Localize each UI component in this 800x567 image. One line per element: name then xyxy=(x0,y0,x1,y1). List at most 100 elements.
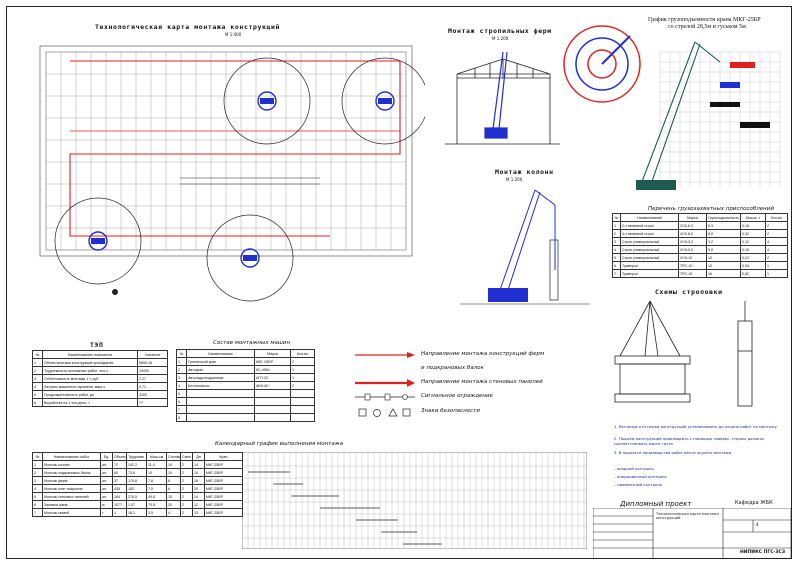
rig-cell: 6,3 xyxy=(706,221,741,230)
schedule-cell: 10 xyxy=(192,468,205,477)
schedule-cell: 7,8 xyxy=(146,476,167,485)
schedule-cell: 16 xyxy=(192,476,205,485)
schedule-cell: 72 xyxy=(112,460,127,469)
tep-cell: Себестоимость монтажа 1 т, руб xyxy=(42,374,138,383)
rig-cell: 10 xyxy=(706,261,741,270)
rig-cell: 0,32 xyxy=(740,229,766,238)
schedule-cell: Монтаж стеновых панелей xyxy=(42,492,101,501)
schedule-cell: 60 xyxy=(112,468,127,477)
legend-label: Сигнальное ограждение xyxy=(421,393,493,399)
schedule-cell: 4 xyxy=(166,508,181,517)
schedule-cell: Заливка швов xyxy=(42,500,101,509)
machines-cell xyxy=(186,389,255,398)
tep-cell: Объем монтажа конструкций промздания xyxy=(42,358,138,367)
rig-cell: 4 xyxy=(612,245,621,254)
schedule-header-cell: Трудоемк. xyxy=(126,452,147,461)
schedule-cell: МКГ-25БР xyxy=(204,476,243,485)
schedule-cell: 1077 xyxy=(112,500,127,509)
truss-route-line xyxy=(69,60,401,237)
rig-cell: 1 xyxy=(765,269,788,278)
tep-cell: 2,27 xyxy=(137,374,168,383)
crane-graph-title-2: со стрелой 28,5м и гуськом 5м xyxy=(668,24,746,30)
schedule-cell: шт xyxy=(100,468,113,477)
note-line: 2. Подъем конструкций производить с помо… xyxy=(614,436,764,446)
rig-cell: Строп универсальный xyxy=(620,253,679,262)
schedule-cell: Монтаж подкрановых балок xyxy=(42,468,101,477)
rig-header-cell: № xyxy=(612,213,621,222)
tep-cell: 3 xyxy=(32,374,43,383)
main-title: Технологическая карта монтажа конструкци… xyxy=(95,23,281,31)
schedule-cell: МКГ-25БР xyxy=(204,492,243,501)
schedule-cell: Монтаж плит покрытия xyxy=(42,484,101,493)
tep-cell: 4 xyxy=(32,382,43,391)
schedule-cell: 10 xyxy=(146,468,167,477)
tep-cell: 5890,16 xyxy=(137,358,168,367)
rig-cell: 0,18 xyxy=(740,221,766,230)
rig-cell: 16 xyxy=(706,269,741,278)
rig-cell: УСК-3,2 xyxy=(678,237,707,246)
legend-label: Направление монтажа стеновых панелей xyxy=(421,379,543,385)
tep-cell: 3300 xyxy=(137,390,168,399)
rig-cell: Траверса xyxy=(620,269,679,278)
schedule-header-cell: Дн xyxy=(192,452,205,461)
rig-cell: ТРС-10 xyxy=(678,261,707,270)
organization: НИПИКС ПГС-3СЗ xyxy=(740,550,786,555)
schedule-cell: 1 xyxy=(32,460,43,469)
machines-title: Состав монтажных машин xyxy=(213,340,291,346)
note-line: 3. В процессе производства работ вести ж… xyxy=(614,450,732,455)
tep-cell: Продолжительность работ, дн xyxy=(42,390,138,399)
rig-cell: ТРС-16 xyxy=(678,269,707,278)
rig-header-cell: Кол-во xyxy=(765,213,788,222)
rig-cell: 0,21 xyxy=(740,253,766,262)
machines-cell: 2 xyxy=(290,381,315,390)
legend-item: Знаки безопасности xyxy=(355,407,605,419)
schedule-cell: 2 xyxy=(180,484,193,493)
truss-title: Монтаж стропильных ферм xyxy=(448,27,552,35)
sheet-number: 4 xyxy=(756,522,759,527)
rig-cell: 7 xyxy=(612,269,621,278)
crane-load-graph xyxy=(563,25,781,190)
machines-cell: Автокран xyxy=(186,365,255,374)
machines-cell: Гусеничный кран xyxy=(186,357,255,366)
schedule-cell: 435 xyxy=(112,484,127,493)
schedule-cell: 142,2 xyxy=(126,460,147,469)
rig-cell: 8,0 xyxy=(706,229,741,238)
crane-graph-title-1: График грузоподъемности крана МКГ-25БР xyxy=(648,17,761,23)
machines-cell xyxy=(186,397,255,406)
schedule-cell: 70,5 xyxy=(146,500,167,509)
schedule-gantt xyxy=(242,452,587,549)
machines-cell xyxy=(290,405,315,414)
rig-header-cell: Марка xyxy=(678,213,707,222)
legend-item: Направление монтажа конструкций ферм xyxy=(355,350,605,362)
schedule-header-cell: Маш-см xyxy=(146,452,167,461)
schedule-cell: 11,4 xyxy=(146,460,167,469)
schedule-cell: 49,8 xyxy=(146,492,167,501)
fence-icon xyxy=(355,393,415,401)
machines-header-cell: Марка xyxy=(254,349,291,358)
schedule-cell: МКГ-25БР xyxy=(204,484,243,493)
schedule-header-cell: № xyxy=(32,452,43,461)
machines-cell xyxy=(254,389,291,398)
tep-header-cell: Наименование показателя xyxy=(42,350,138,359)
schedule-cell: 10 xyxy=(166,460,181,469)
note-line: 1. Расчалки и оттяжки конструкций устана… xyxy=(614,424,777,429)
schedule-cell: Монтаж колонн xyxy=(42,460,101,469)
tep-cell: 77 xyxy=(137,398,168,407)
schedule-cell: Монтаж ферм xyxy=(42,476,101,485)
schedule-cell: 15 xyxy=(166,492,181,501)
schedule-cell: 2 xyxy=(180,508,193,517)
schedule-cell: 183 xyxy=(126,484,147,493)
rig-cell: 0,54 xyxy=(740,261,766,270)
column-crane-view xyxy=(460,189,590,305)
